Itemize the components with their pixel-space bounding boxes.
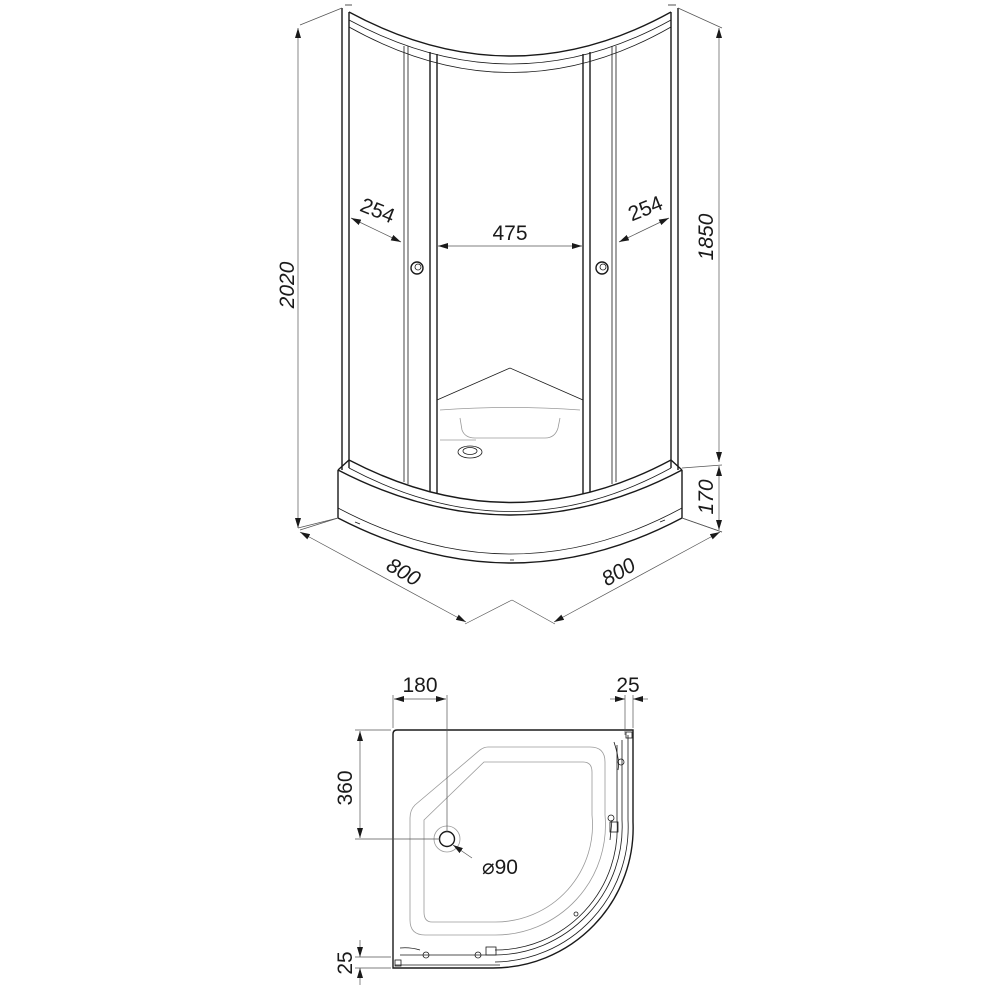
- top-rail: [348, 11, 672, 57]
- left-door-stile: [429, 52, 438, 494]
- frame-offset-bottom-label: 25: [334, 951, 357, 974]
- right-post: [670, 8, 679, 470]
- door-opening-width-label: 475: [492, 222, 527, 245]
- right-door-stile: [582, 52, 591, 494]
- tray-back-corner: [436, 367, 584, 401]
- front-view: 2020 1850 170 800 800 254 475 254: [276, 4, 723, 625]
- drain-icon: [457, 445, 483, 459]
- left-panel-width-label: 254: [357, 194, 398, 229]
- left-post: [341, 8, 350, 470]
- tray-outline: [392, 729, 634, 969]
- right-door-knob: [595, 261, 609, 275]
- right-depth-label: 800: [598, 553, 640, 591]
- glass-height-label: 1850: [695, 213, 718, 260]
- right-panel-width-label: 254: [625, 192, 666, 227]
- drain-offset-x-label: 180: [402, 674, 437, 697]
- left-door-knob: [410, 261, 424, 275]
- plan-view: 180 25 360 25 ⌀90: [334, 674, 648, 985]
- tray-inner-rim: [409, 746, 606, 936]
- drain-diameter-label: ⌀90: [482, 856, 518, 879]
- tray-front: [337, 459, 683, 564]
- drain-offset-y-label: 360: [334, 770, 357, 805]
- tray-top-edge: [348, 459, 672, 504]
- frame-offset-right-label: 25: [616, 674, 639, 697]
- left-depth-label: 800: [382, 554, 424, 592]
- tray-height-label: 170: [695, 479, 718, 514]
- total-height-label: 2020: [276, 261, 299, 309]
